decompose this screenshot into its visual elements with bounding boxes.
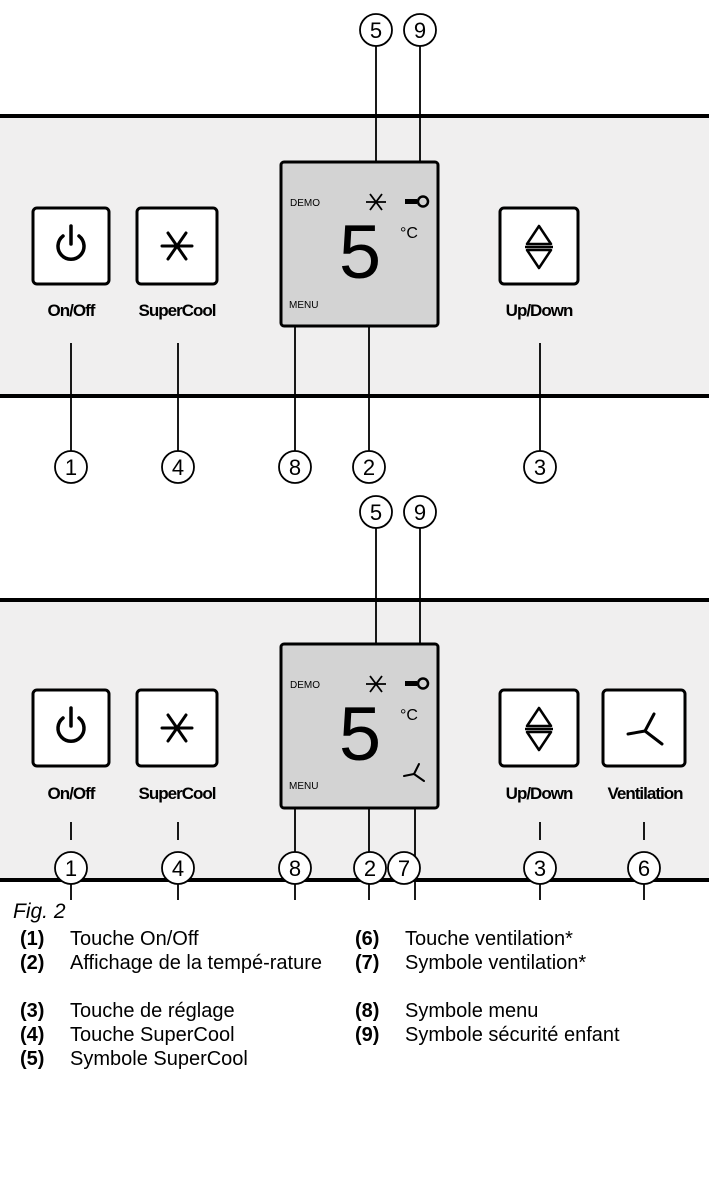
demo-label: DEMO xyxy=(290,680,320,691)
child-lock-key-icon xyxy=(405,677,430,690)
callout: 5 xyxy=(359,13,393,47)
legend-item: (7) Symbole ventilation* xyxy=(355,952,587,974)
legend-item: (9) Symbole sécurité enfant xyxy=(355,1024,620,1046)
svg-text:4: 4 xyxy=(172,455,184,480)
legend-item: (8) Symbole menu xyxy=(355,1000,539,1022)
ventilation-symbol-icon xyxy=(403,763,425,782)
callout: 1 xyxy=(54,851,88,885)
updown-button-label: Up/Down xyxy=(506,784,573,803)
callout: 3 xyxy=(523,450,557,484)
svg-text:2: 2 xyxy=(364,856,376,881)
callout: 3 xyxy=(523,851,557,885)
legend-item: (5) Symbole SuperCool xyxy=(20,1048,248,1070)
callout: 1 xyxy=(54,450,88,484)
power-button-label: On/Off xyxy=(48,301,96,320)
updown-button-label: Up/Down xyxy=(506,301,573,320)
temperature-display: DEMO MENU 5 °C xyxy=(279,160,440,328)
panel-1-callouts: 5 9 1 4 8 2 3 xyxy=(54,13,557,484)
up-down-arrows-icon xyxy=(525,706,553,752)
power-icon xyxy=(56,224,86,261)
svg-text:6: 6 xyxy=(638,856,650,881)
up-down-arrows-icon xyxy=(525,224,553,270)
figure-caption: Fig. 2 xyxy=(13,900,66,923)
power-button[interactable] xyxy=(31,206,111,286)
legend-right: (6) Touche ventilation* (7) Symbole vent… xyxy=(355,927,705,1047)
callout: 4 xyxy=(161,851,195,885)
demo-label: DEMO xyxy=(290,198,320,209)
svg-text:3: 3 xyxy=(534,856,546,881)
power-icon xyxy=(56,706,86,743)
callout: 8 xyxy=(278,450,312,484)
child-lock-key-icon xyxy=(405,195,430,208)
svg-text:7: 7 xyxy=(398,856,410,881)
legend-left: (1) Touche On/Off (2) Affichage de la te… xyxy=(20,927,340,1071)
power-button[interactable] xyxy=(31,688,111,768)
svg-text:8: 8 xyxy=(289,455,301,480)
svg-text:3: 3 xyxy=(534,455,546,480)
panel-2-bottom-callouts: 1 4 8 2 7 3 6 xyxy=(54,851,661,885)
callout: 9 xyxy=(403,495,437,529)
svg-text:5: 5 xyxy=(370,18,382,43)
power-button-label: On/Off xyxy=(48,784,96,803)
updown-button[interactable] xyxy=(498,688,580,768)
callout: 2 xyxy=(353,851,387,885)
ventilation-icon xyxy=(626,712,664,746)
svg-text:9: 9 xyxy=(414,18,426,43)
temperature-unit: °C xyxy=(400,225,418,242)
menu-symbol: MENU xyxy=(289,781,318,792)
legend-item: (2) Affichage de la tempé-rature xyxy=(20,952,323,974)
snowflake-icon xyxy=(160,231,194,261)
legend-item: (1) Touche On/Off xyxy=(20,928,199,950)
temperature-value: 5 xyxy=(339,692,381,777)
callout: 2 xyxy=(352,450,386,484)
supercool-button-label: SuperCool xyxy=(139,784,216,803)
callout: 8 xyxy=(278,851,312,885)
menu-symbol: MENU xyxy=(289,300,318,311)
callout: 4 xyxy=(161,450,195,484)
callout: 5 xyxy=(359,495,393,529)
callout: 7 xyxy=(387,851,421,885)
legend-item: (3) Touche de réglage xyxy=(20,1000,235,1022)
temperature-unit: °C xyxy=(400,707,418,724)
panel-1: On/Off SuperCool DEMO MENU xyxy=(0,13,709,484)
svg-text:1: 1 xyxy=(65,455,77,480)
snowflake-icon xyxy=(160,713,194,743)
ventilation-button[interactable] xyxy=(601,688,687,768)
svg-text:4: 4 xyxy=(172,856,184,881)
supercool-button[interactable] xyxy=(135,688,219,768)
temperature-display: DEMO MENU 5 °C xyxy=(279,642,440,810)
supercool-button[interactable] xyxy=(135,206,219,286)
svg-text:8: 8 xyxy=(289,856,301,881)
callout: 9 xyxy=(403,13,437,47)
ventilation-button-label: Ventilation xyxy=(608,784,684,803)
temperature-value: 5 xyxy=(339,210,381,295)
svg-text:1: 1 xyxy=(65,856,77,881)
svg-text:5: 5 xyxy=(370,500,382,525)
panel-2-callouts: 5 9 1 xyxy=(359,495,437,529)
supercool-symbol-icon xyxy=(366,193,386,211)
supercool-symbol-icon xyxy=(366,675,386,693)
control-panel-diagram: On/Off SuperCool DEMO MENU xyxy=(0,13,709,900)
supercool-button-label: SuperCool xyxy=(139,301,216,320)
svg-text:9: 9 xyxy=(414,500,426,525)
callout: 6 xyxy=(627,851,661,885)
legend-item: (6) Touche ventilation* xyxy=(355,928,573,950)
legend-item: (4) Touche SuperCool xyxy=(20,1024,235,1046)
panel-2: On/Off SuperCool DEMO MENU xyxy=(0,495,709,900)
svg-text:2: 2 xyxy=(363,455,375,480)
updown-button[interactable] xyxy=(498,206,580,286)
